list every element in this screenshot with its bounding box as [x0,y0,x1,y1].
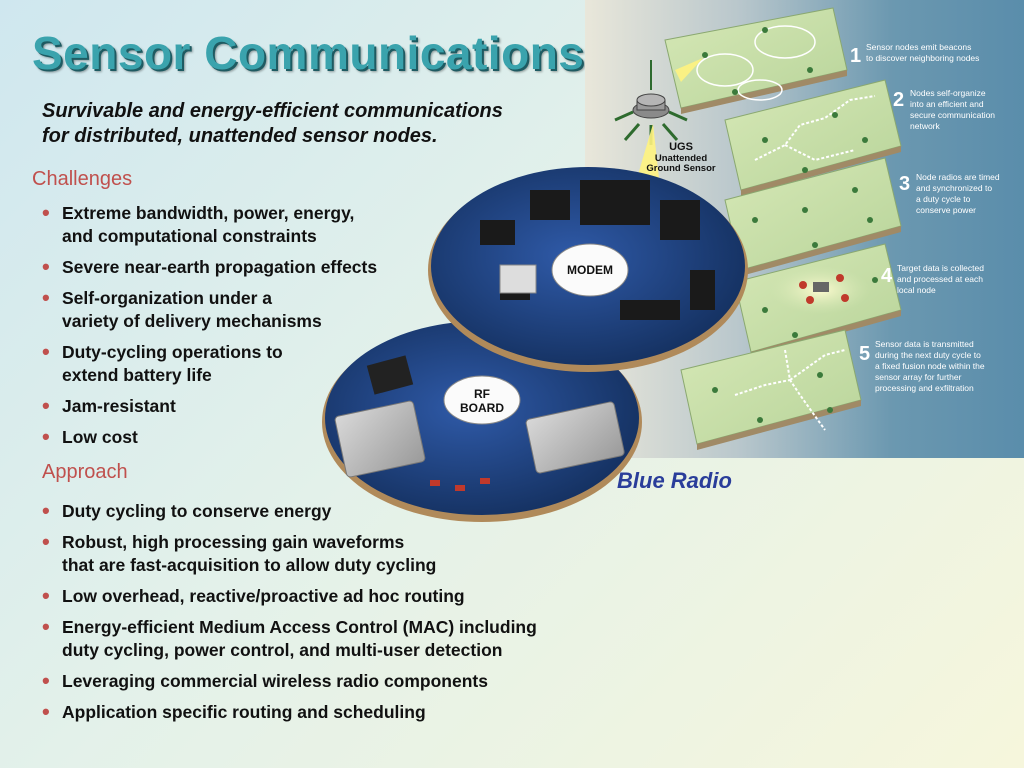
subtitle-line-2: for distributed, unattended sensor nodes… [42,125,438,147]
step-text-line: conserve power [916,205,976,215]
step-text-line: processing and exfiltration [875,383,974,393]
ugs-title: UGS [669,141,693,153]
blue-radio-caption: Blue Radio [617,468,732,493]
challenges-list: Extreme bandwidth, power, energy, and co… [42,201,378,457]
bullet-line: Duty-cycling operations to [62,342,283,362]
bullet-line: Duty cycling to conserve energy [62,501,332,521]
bullet-line: Severe near-earth propagation effects [62,257,378,277]
step-text-line: and processed at each [897,274,983,284]
challenge-item: Extreme bandwidth, power, energy, and co… [42,201,377,248]
bullet-line: Low cost [62,427,138,447]
step-text-line: secure communication [910,110,995,120]
bullet-line: Leveraging commercial wireless radio com… [62,671,488,691]
bullet-line: Low overhead, reactive/proactive ad hoc … [62,586,465,606]
diagram-panel-1 [664,7,848,114]
slide-subtitle: Survivable and energy-efficient communic… [42,99,602,149]
step-text-line: during the next duty cycle to [875,350,981,360]
step-text-line: a fixed fusion node within the [875,361,985,371]
ugs-sensor-icon [614,58,703,178]
diagram-panel-5 [680,329,862,450]
challenges-heading: Challenges [32,168,133,190]
bullet-line: Self-organization under a [62,288,273,308]
bullet-line: Robust, high processing gain waveforms [62,532,405,552]
process-diagram-svg: UGS Unattended Ground Sensor 1 Sensor no… [614,7,1000,450]
step-number: 1 [850,45,861,67]
step-text-line: and synchronized to [916,183,992,193]
step-text-line: sensor array for further [875,372,962,382]
step-number: 3 [899,173,910,195]
step-text-line: Sensor data is transmitted [875,339,974,349]
approach-heading: Approach [42,461,128,483]
approach-item: Low overhead, reactive/proactive ad hoc … [42,584,537,608]
approach-item: Robust, high processing gain waveforms t… [42,530,537,577]
circuit-boards-svg: RF BOARD MODEM [322,167,748,522]
step-number: 2 [893,89,904,111]
bullet-line: Application specific routing and schedul… [62,702,426,722]
slide-title: Sensor Communications [32,27,585,79]
ugs-subtitle-1: Unattended [655,153,707,164]
approach-list: Duty cycling to conserve energy Robust, … [42,499,537,732]
approach-item: Leveraging commercial wireless radio com… [42,669,537,693]
bullet-line: Extreme bandwidth, power, energy, [62,203,355,223]
challenge-item: Jam-resistant [42,394,377,418]
bullet-line: Jam-resistant [62,396,176,416]
diagram-step-3: 3 Node radios are timed and synchronized… [899,172,1000,215]
bullet-line: that are fast-acquisition to allow duty … [62,555,437,575]
rf-board-label-line-2: BOARD [460,401,504,415]
step-text-line: a duty cycle to [916,194,971,204]
step-text-line: Node radios are timed [916,172,1000,182]
step-text-line: Nodes self-organize [910,88,986,98]
diagram-panel-2 [724,79,902,196]
circuit-boards-photo: RF BOARD MODEM [320,160,760,530]
bullet-line: extend battery life [62,365,212,385]
approach-item: Energy-efficient Medium Access Control (… [42,615,537,662]
diagram-step-1: 1 Sensor nodes emit beacons to discover … [850,42,979,67]
step-number: 4 [881,265,893,287]
step-number: 5 [859,343,870,365]
step-text-line: into an efficient and [910,99,984,109]
step-text-line: Target data is collected [897,263,984,273]
modem-board-label: MODEM [567,263,613,277]
approach-item: Duty cycling to conserve energy [42,499,537,523]
modem-board: MODEM [428,167,748,372]
subtitle-line-1: Survivable and energy-efficient communic… [42,100,503,122]
sensor-node-markers [702,27,878,423]
bullet-line: variety of delivery mechanisms [62,311,322,331]
step-text-line: Sensor nodes emit beacons [866,42,971,52]
diagram-step-5: 5 Sensor data is transmitted during the … [859,339,985,393]
rf-board-label-line-1: RF [474,387,490,401]
challenge-item: Low cost [42,425,377,449]
step-text-line: network [910,121,941,131]
challenge-item: Duty-cycling operations to extend batter… [42,340,377,387]
challenge-item: Self-organization under a variety of del… [42,286,377,333]
step-text-line: to discover neighboring nodes [866,53,979,63]
bullet-line: duty cycling, power control, and multi-u… [62,640,503,660]
process-diagram: UGS Unattended Ground Sensor 1 Sensor no… [585,0,1024,458]
step-text-line: local node [897,285,936,295]
bullet-line: and computational constraints [62,226,317,246]
diagram-step-4: 4 Target data is collected and processed… [881,263,984,295]
challenge-item: Severe near-earth propagation effects [42,255,378,279]
bullet-line: Energy-efficient Medium Access Control (… [62,617,537,637]
approach-item: Application specific routing and schedul… [42,700,537,724]
diagram-step-2: 2 Nodes self-organize into an efficient … [893,88,995,131]
ugs-subtitle-2: Ground Sensor [646,163,715,174]
